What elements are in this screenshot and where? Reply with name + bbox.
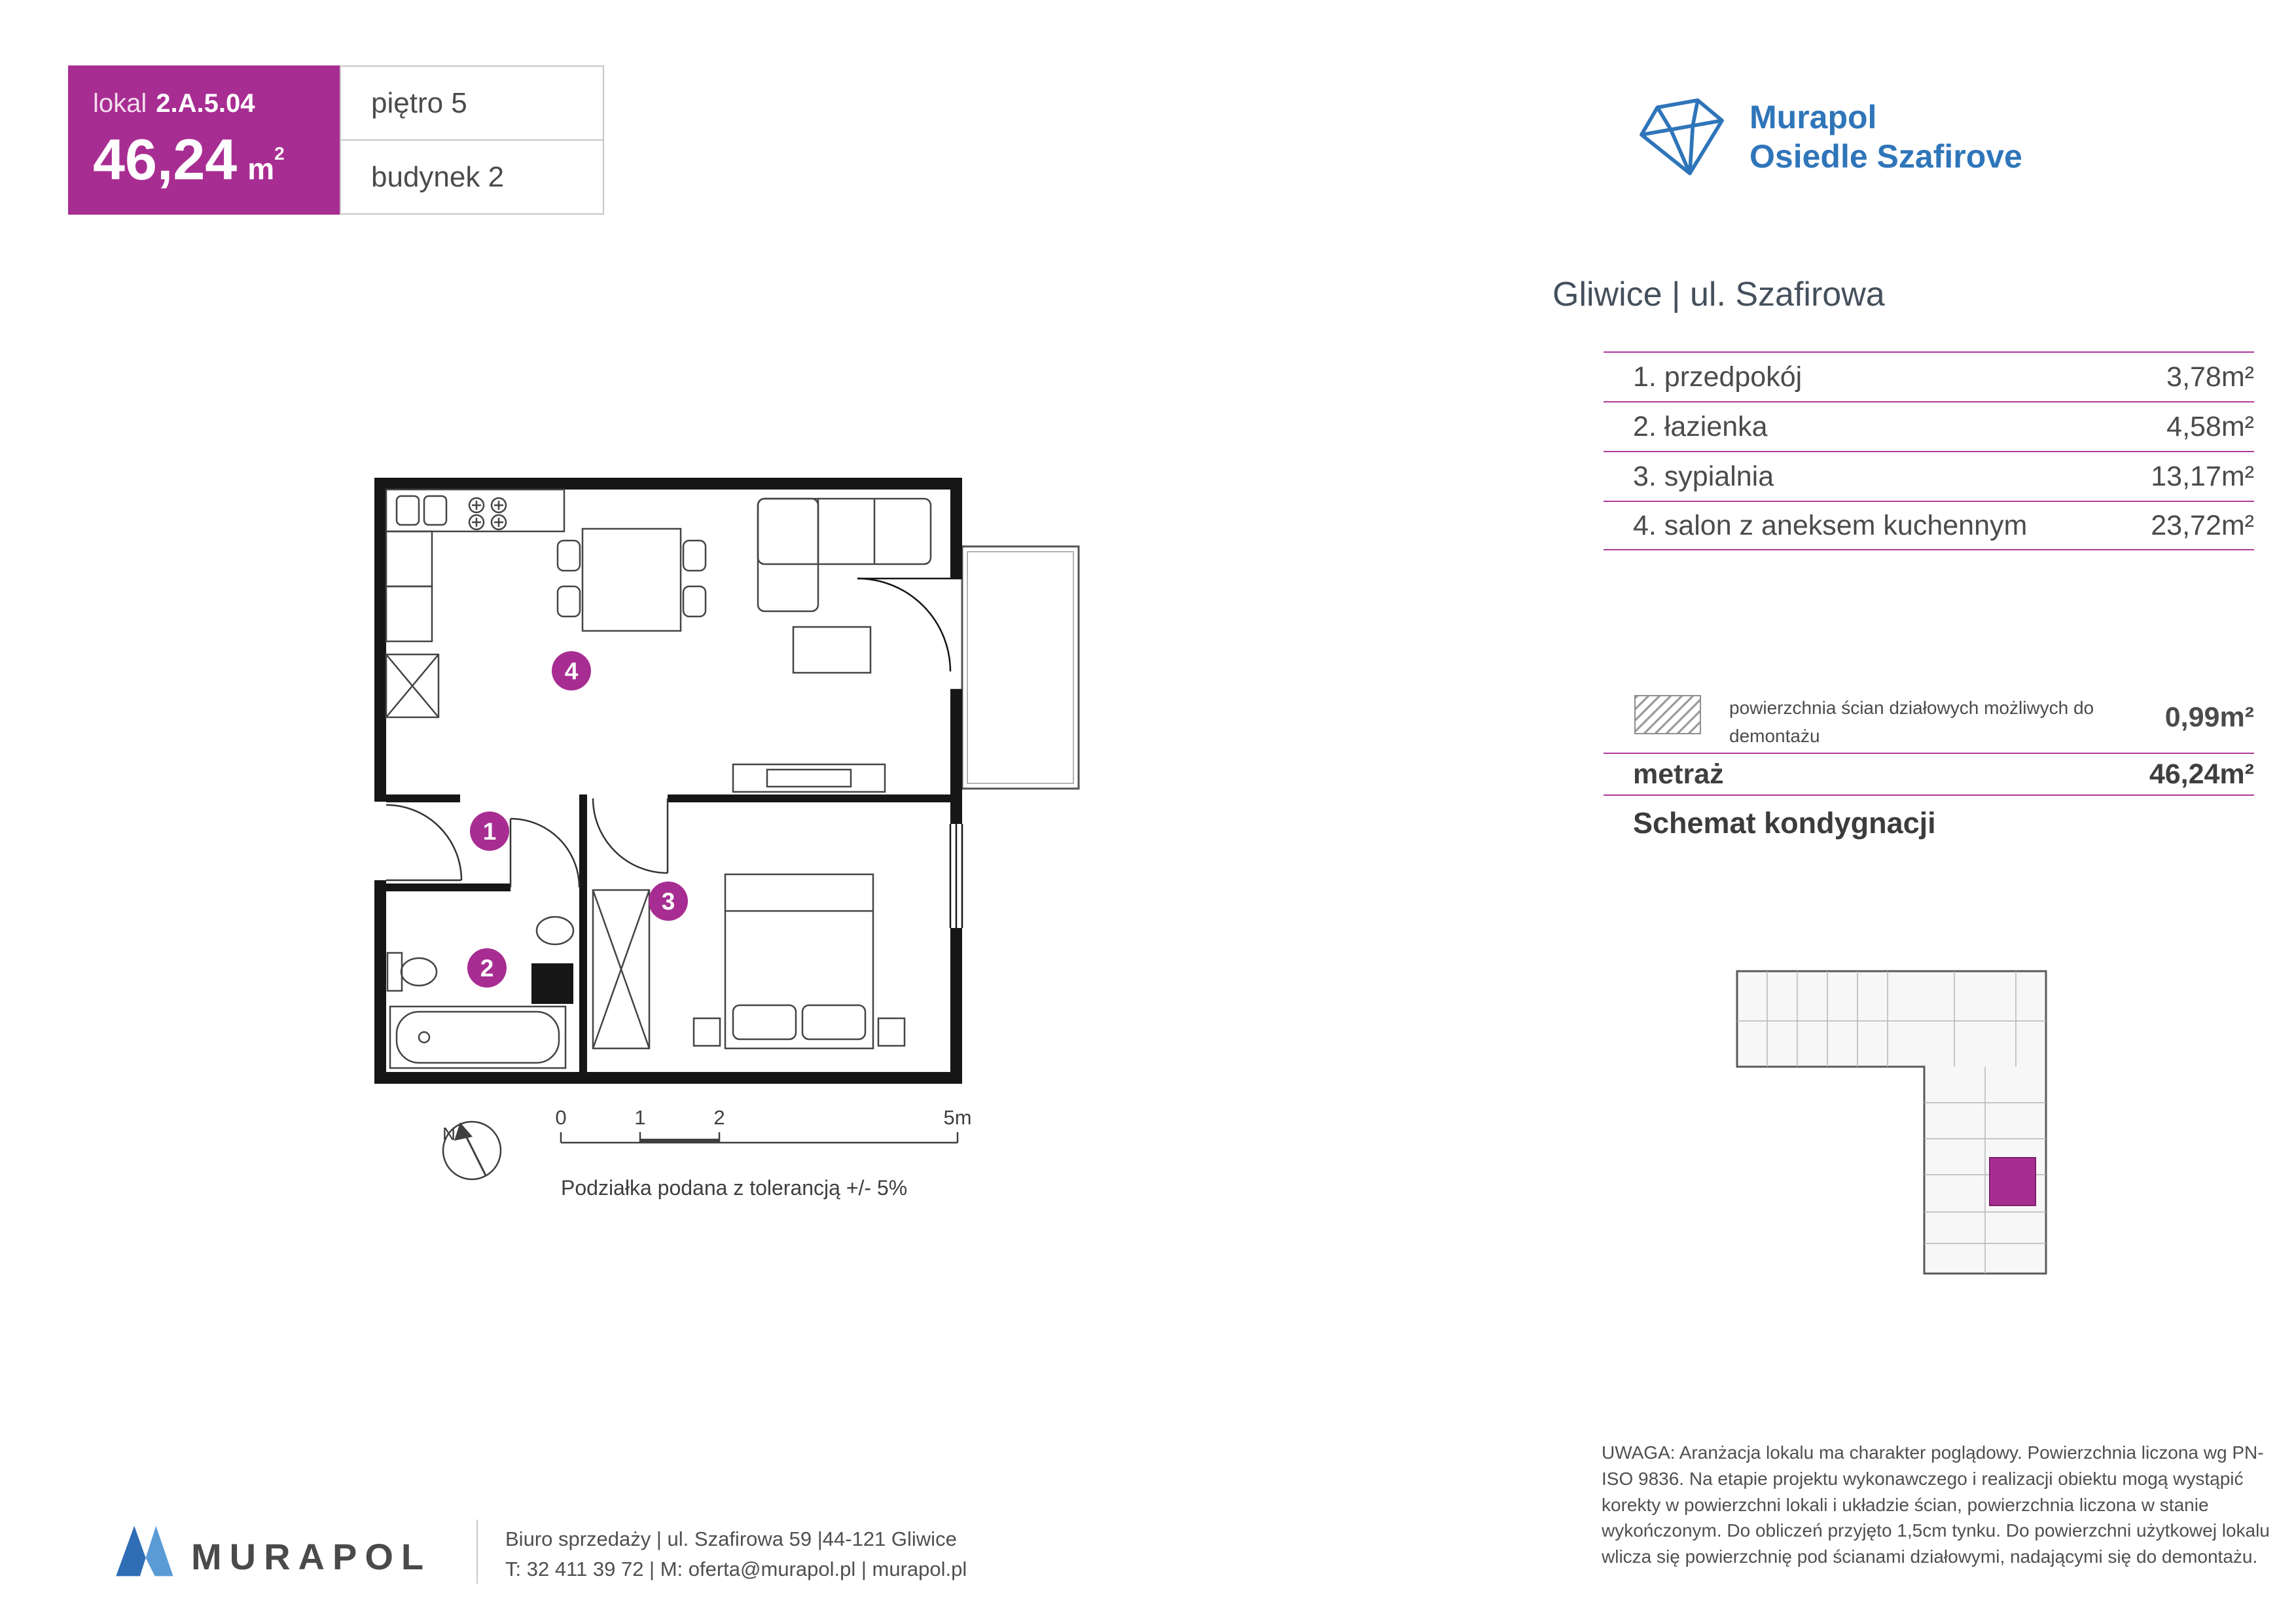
unit-area-sup: 2 [274, 143, 285, 164]
footer-brand-name: MURAPOL [191, 1536, 432, 1577]
demolition-hatch-swatch [1634, 695, 1701, 734]
brand-name-line1: Murapol [1749, 99, 1877, 135]
project-location: Gliwice | ul. Szafirowa [1552, 276, 1885, 313]
coffee-table [792, 626, 872, 674]
building-schematic [1736, 970, 2047, 1275]
scale-bar: 0 1 2 5m Podziałka podana z tolerancją +… [555, 1106, 971, 1200]
building-box: budynek 2 [340, 139, 604, 215]
floor-plan: 1 2 3 4 N 0 1 2 5m Podziałka p [374, 478, 1080, 1200]
total-area-value: 46,24m² [2149, 758, 2254, 790]
room-label: 4. salon z aneksem kuchennym [1633, 509, 2028, 541]
unit-area-unit: m [247, 152, 275, 186]
unit-area-value: 46,24 [93, 127, 238, 192]
murapol-mark-icon [116, 1525, 173, 1577]
room-area: 4,58m² [2166, 410, 2254, 442]
room-marker-4 [552, 651, 591, 690]
sofa [757, 497, 932, 613]
dining-table [556, 527, 707, 632]
room-marker-3-num: 3 [662, 888, 675, 915]
building-outline [1736, 970, 2047, 1275]
bed [692, 873, 906, 1050]
demolition-walls-value: 0,99m² [2164, 702, 2254, 733]
window [949, 824, 963, 928]
balcony-door [857, 577, 962, 691]
disclaimer-text: UWAGA: Aranżacja lokalu ma charakter pog… [1602, 1442, 2270, 1567]
floor-label: piętro 5 [371, 86, 467, 119]
room-marker-1-num: 1 [483, 818, 497, 845]
table-row: 1. przedpokój 3,78m² [1604, 351, 2254, 401]
room-label: 2. łazienka [1633, 410, 1768, 442]
room-area: 3,78m² [2166, 361, 2254, 393]
room-label: 1. przedpokój [1633, 361, 1803, 393]
room-markers: 1 2 3 4 [467, 651, 688, 988]
diamond-logo-icon [1640, 98, 1724, 175]
north-compass-icon: N [442, 1120, 502, 1181]
balcony [961, 545, 1080, 790]
scale-tick-2: 2 [713, 1106, 725, 1129]
wardrobe [592, 889, 651, 1050]
toilet [386, 952, 438, 992]
rooms-table: 1. przedpokój 3,78m² 2. łazienka 4,58m² … [1604, 351, 2254, 550]
room-marker-3 [649, 882, 688, 921]
scale-tolerance-note: Podziałka podana z tolerancją +/- 5% [561, 1176, 907, 1200]
scale-tick-5m: 5m [943, 1106, 971, 1129]
room-marker-2-num: 2 [480, 955, 494, 982]
demolition-walls-label: powierzchnia ścian działowych możliwych … [1729, 698, 2094, 747]
washbasin [535, 916, 575, 946]
room-marker-1 [470, 812, 509, 851]
storey-schematic-title: Schemat kondygnacji [1633, 806, 1936, 840]
room-label: 3. sypialnia [1633, 460, 1774, 492]
sales-office-contact: T: 32 411 39 72 | M: oferta@murapol.pl |… [505, 1558, 967, 1580]
scale-tick-0: 0 [555, 1106, 566, 1129]
partition-walls [386, 794, 950, 1072]
room-marker-4-num: 4 [565, 658, 579, 685]
room-area: 13,17m² [2151, 460, 2254, 492]
kitchen-counter [385, 488, 565, 719]
bathtub [389, 1005, 567, 1069]
bedroom-door [592, 798, 669, 874]
brand-header: Murapol Osiedle Szafirove [1634, 90, 2022, 183]
sales-office-address: Biuro sprzedaży | ul. Szafirowa 59 |44-1… [505, 1527, 957, 1550]
tv-cabinet [732, 763, 886, 793]
outer-walls [374, 478, 962, 1084]
room-area: 23,72m² [2151, 509, 2254, 541]
table-row: 4. salon z aneksem kuchennym 23,72m² [1604, 501, 2254, 550]
bathroom-door [509, 817, 581, 888]
scale-tick-1: 1 [634, 1106, 645, 1129]
lokal-label: lokal [93, 89, 147, 118]
highlighted-unit [1989, 1157, 2036, 1206]
total-area-row: metraż 46,24m² [1604, 753, 2254, 796]
total-area-label: metraż [1633, 758, 1724, 790]
footer-divider [476, 1520, 478, 1584]
floor-box: piętro 5 [340, 65, 604, 141]
brand-name-line2: Osiedle Szafirove [1749, 138, 2022, 175]
table-row: 2. łazienka 4,58m² [1604, 401, 2254, 451]
building-label: budynek 2 [371, 160, 505, 193]
brand-name: Murapol Osiedle Szafirove [1749, 98, 2022, 176]
shaft [531, 963, 573, 1004]
table-row: 3. sypialnia 13,17m² [1604, 451, 2254, 501]
unit-number: 2.A.5.04 [156, 89, 255, 118]
unit-id-line: lokal 2.A.5.04 [93, 90, 340, 116]
room-marker-2 [467, 948, 507, 988]
entry-door [386, 804, 463, 882]
north-label: N [442, 1124, 456, 1144]
